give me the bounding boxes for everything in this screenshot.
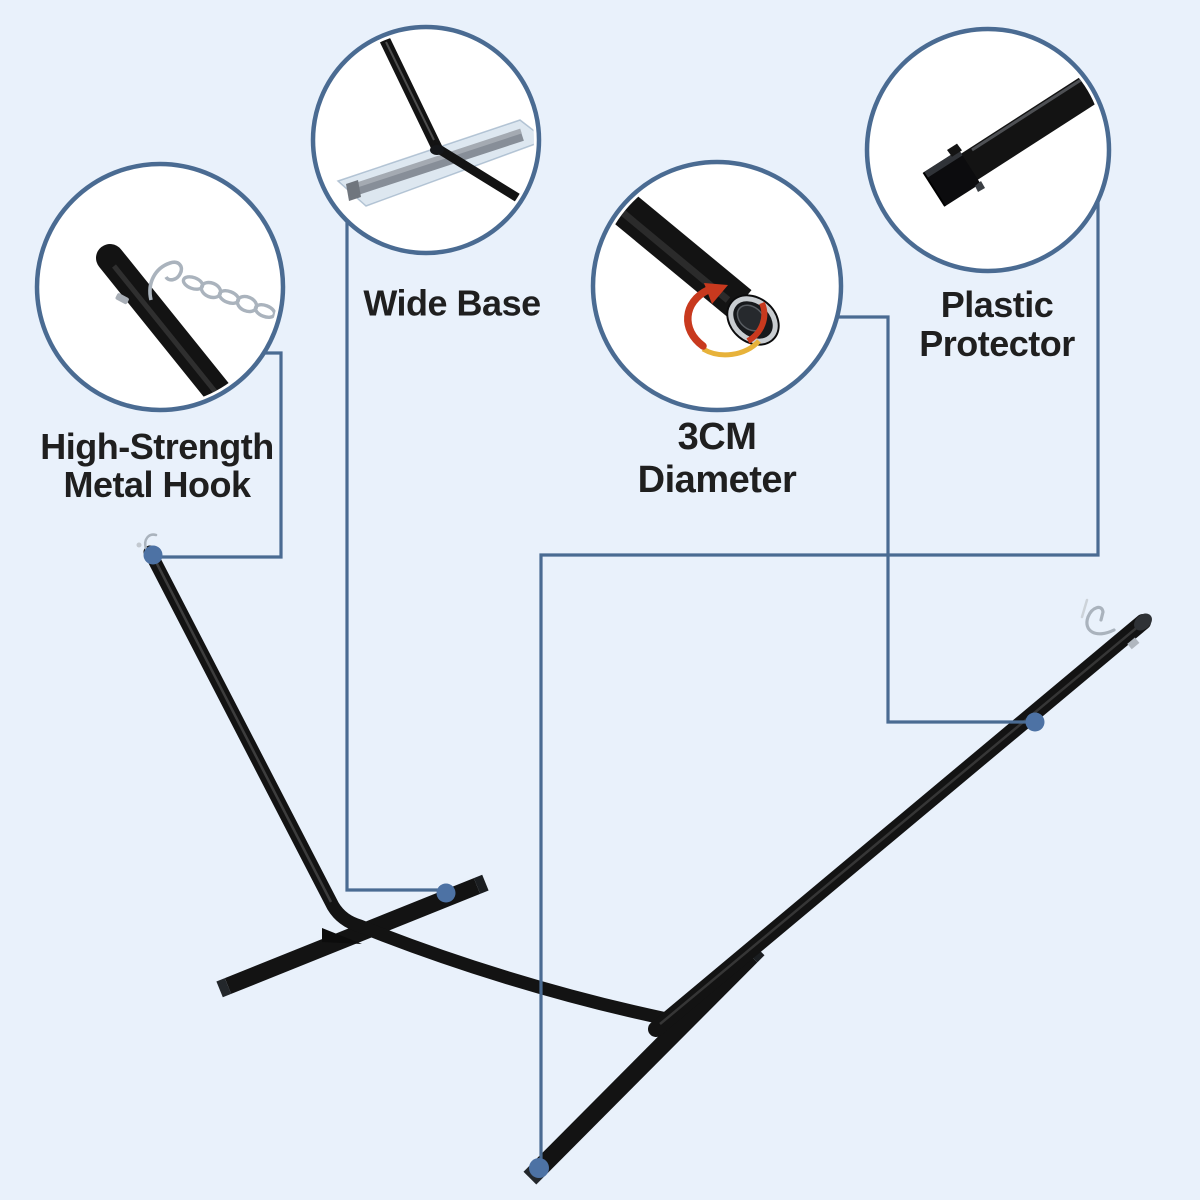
diameter-arrow: [684, 286, 712, 350]
right-pole-end-cap: [1134, 613, 1152, 631]
callout-connectors: [158, 200, 1100, 1166]
connector-metal-hook: [158, 351, 283, 559]
plastic-protector-closeup-icon: [922, 66, 1104, 207]
label-line: Wide Base: [363, 282, 541, 324]
hammock-stand-illustration: [136, 533, 1152, 1185]
callout-circle-metal-hook: [34, 161, 286, 413]
diameter-arrowhead: [704, 283, 728, 304]
label-3cm-diameter: 3CM Diameter: [638, 416, 797, 502]
stand-left-pole-and-rail: [143, 545, 669, 1025]
label-line: 3CM: [677, 416, 757, 458]
label-wide-base: Wide Base: [363, 282, 541, 324]
label-line: Diameter: [637, 459, 797, 501]
stand-left-foot-bar: [216, 874, 489, 998]
wide-base-closeup-icon: [336, 32, 534, 208]
label-line: Metal Hook: [63, 464, 251, 505]
stand-joint-bracket: [322, 928, 362, 944]
pole-highlight: [151, 555, 333, 903]
stand-right-pole: [648, 614, 1151, 1037]
left-pole-hook-icon: [136, 533, 158, 551]
label-line: Protector: [919, 323, 1075, 364]
anchor-dot-tube-diameter: [1025, 712, 1045, 732]
label-plastic-protector: Plastic Protector: [919, 285, 1075, 363]
label-line: High-Strength: [40, 426, 274, 467]
label-high-strength-metal-hook: High-Strength Metal Hook: [40, 426, 274, 505]
callout-anchor-dots: [143, 545, 1045, 1178]
anchor-dot-wide-base: [436, 883, 456, 903]
connector-tube-diameter: [837, 315, 1029, 724]
connector-wide-base: [345, 221, 440, 892]
diameter-arrow-back: [746, 301, 768, 344]
chain-links: [181, 275, 277, 319]
pole-highlight: [659, 624, 1141, 1025]
right-pole-hook-icon: [1080, 598, 1140, 650]
diameter-arrow-yellow: [701, 339, 761, 358]
label-line: Plastic: [940, 284, 1054, 325]
anchor-dot-plastic-protector: [529, 1158, 549, 1178]
connector-plastic-protector: [539, 200, 1100, 1166]
anchor-dot-metal-hook: [143, 545, 163, 565]
